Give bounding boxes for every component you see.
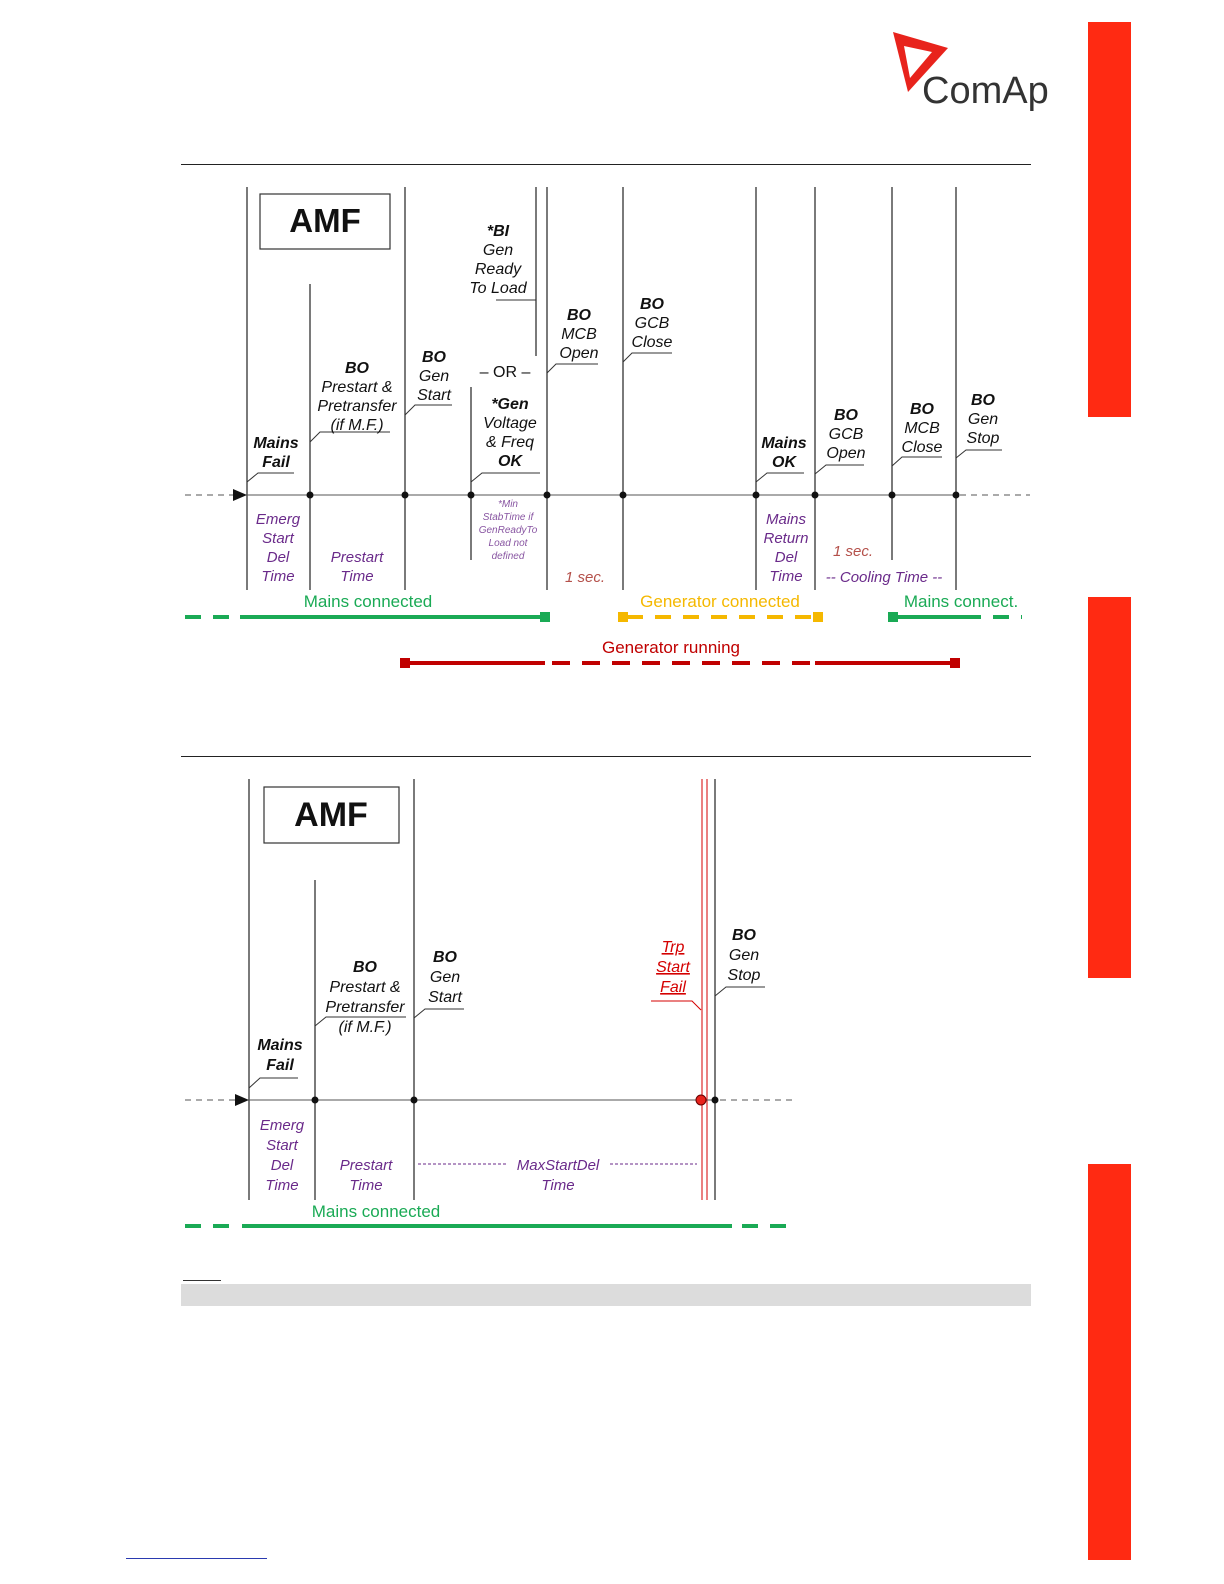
timeline-arrow-icon-2 <box>235 1094 249 1106</box>
logo-text: ComAp <box>922 70 1049 112</box>
footer-link-underline[interactable] <box>126 1558 267 1559</box>
one-sec-label-a: 1 sec. <box>565 569 605 586</box>
amf-title: AMF <box>289 202 360 239</box>
mains-connect-label: Mains connect. <box>904 592 1018 611</box>
cooling-time: -- Cooling Time -- <box>826 569 943 586</box>
amf-title-2: AMF <box>294 796 368 834</box>
footnote-rule <box>183 1280 221 1281</box>
side-tab-top <box>1088 22 1131 417</box>
amf-title-box <box>259 193 391 250</box>
generator-connected-label: Generator connected <box>640 592 800 611</box>
comap-logo: ComAp <box>893 32 1049 112</box>
section-rule-1 <box>181 164 1031 165</box>
side-tab-bottom <box>1088 1164 1131 1560</box>
side-tab-middle <box>1088 597 1131 978</box>
generator-running-label: Generator running <box>602 638 740 657</box>
mains-connected-label-2: Mains connected <box>312 1202 441 1221</box>
or-label: – OR – <box>480 364 531 381</box>
one-sec-label-b: 1 sec. <box>833 543 873 560</box>
fail-point-icon <box>695 1094 707 1106</box>
mains-connected-label: Mains connected <box>304 592 433 611</box>
section-rule-2 <box>181 756 1031 757</box>
timeline-arrow-icon <box>233 489 247 501</box>
amf-title-box-2 <box>263 786 400 844</box>
footer-bar <box>181 1284 1031 1306</box>
